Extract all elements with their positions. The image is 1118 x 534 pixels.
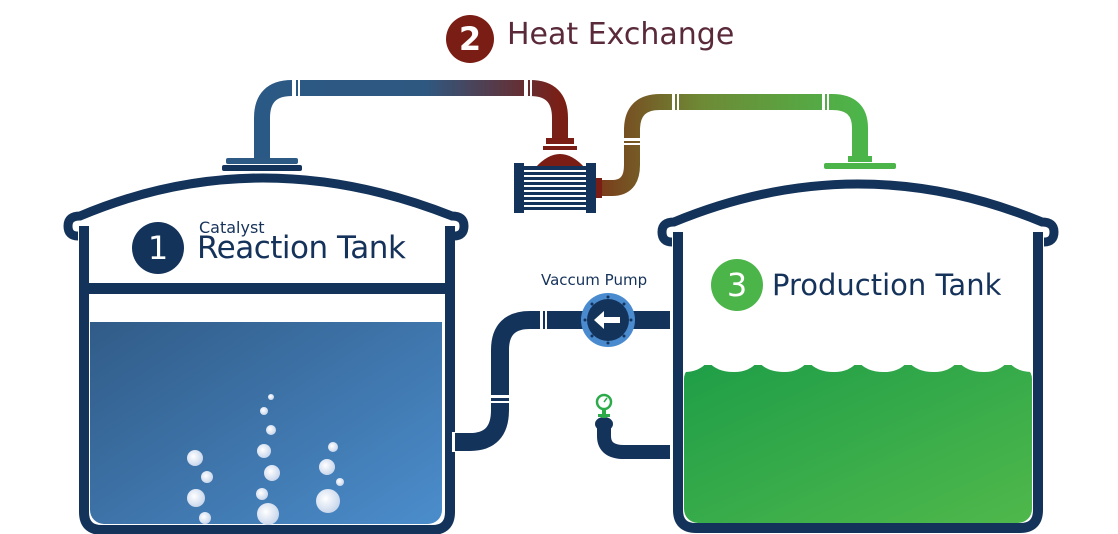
heat-exchange-title: Heat Exchange [507,17,735,52]
production-tank [657,179,1059,533]
vacuum-pump [581,293,635,347]
step-3-badge: 3 [711,259,763,311]
transfer-pipe [452,311,676,452]
arrow-left-icon [594,311,620,329]
reaction-tank-subtitle: Catalyst [199,218,265,237]
gauge-pipe [595,393,676,459]
hot-pipe [222,80,568,171]
cool-pipe [596,94,896,198]
production-tank-title: Production Tank [772,268,1002,302]
vacuum-pump-label: Vaccum Pump [541,271,648,289]
step-1-badge: 1 [132,222,184,274]
heat-exchanger [514,138,596,213]
step-2-badge: 2 [446,15,494,63]
pressure-gauge-icon [595,393,613,418]
reaction-tank-title: Reaction Tank [197,230,406,266]
bubbles [187,394,344,525]
